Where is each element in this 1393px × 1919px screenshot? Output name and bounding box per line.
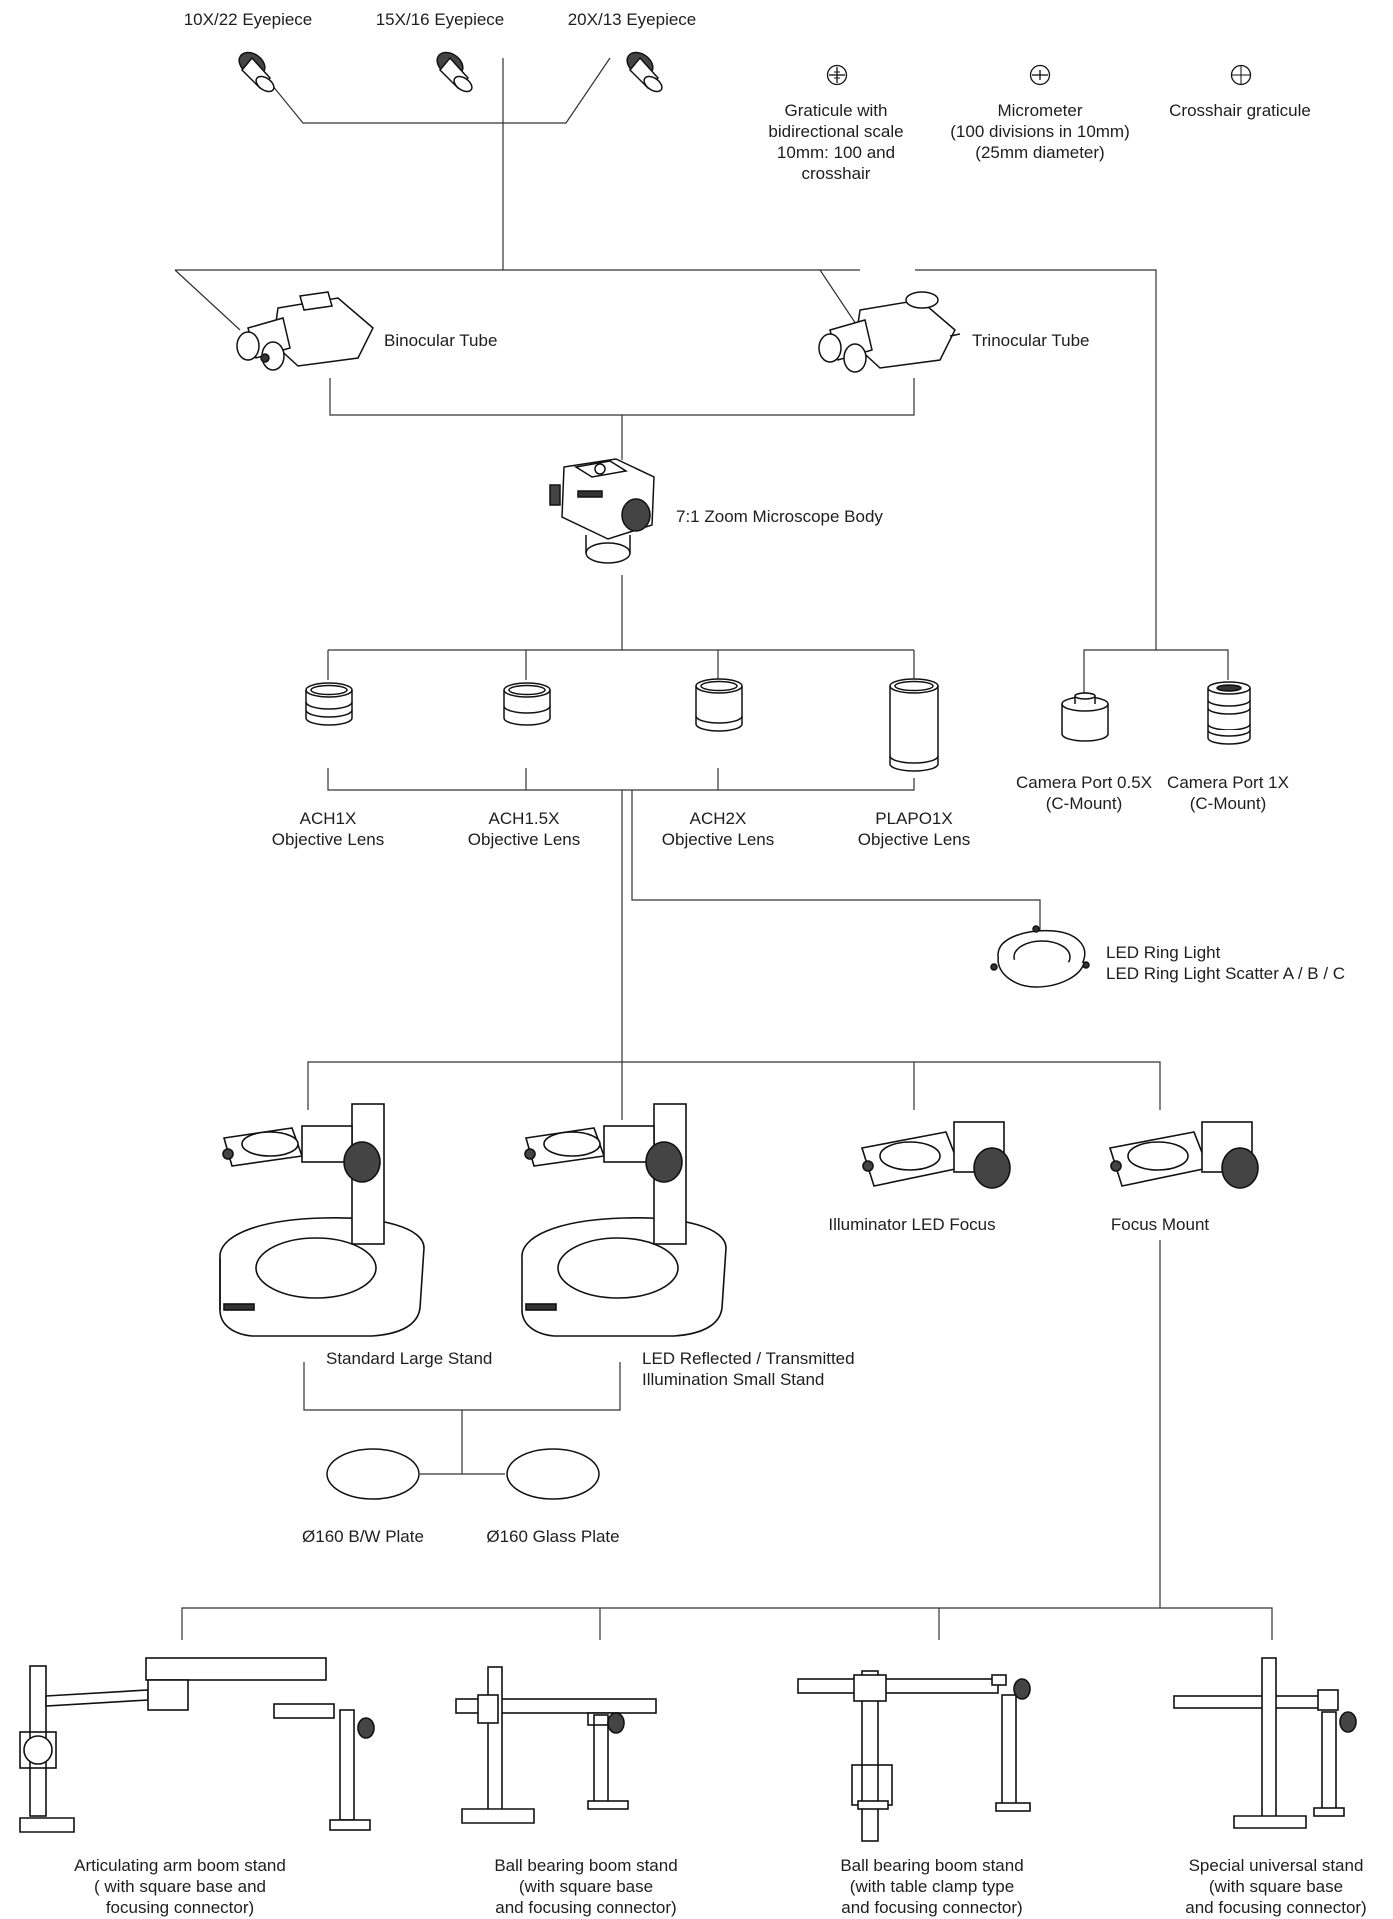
eyepiece-10x-icon bbox=[238, 51, 275, 93]
standard-large-stand-icon bbox=[219, 1103, 425, 1337]
illuminator-led-focus-label: Illuminator LED Focus bbox=[828, 1215, 996, 1234]
trinocular-tube-icon bbox=[818, 291, 961, 373]
special-universal-stand-label: Special universal stand(with square base… bbox=[1185, 1856, 1367, 1917]
zoom-body-label: 7:1 Zoom Microscope Body bbox=[676, 507, 883, 526]
graticule-scale-icon bbox=[826, 64, 848, 86]
camera-port-1x-label: Camera Port 1X(C-Mount) bbox=[1167, 773, 1289, 813]
bw-plate-icon bbox=[326, 1448, 420, 1500]
glass-plate-label: Ø160 Glass Plate bbox=[486, 1527, 620, 1546]
objective-ach1x-icon bbox=[305, 682, 353, 726]
eyepiece-20x-icon bbox=[626, 51, 663, 93]
trinocular-tube-label: Trinocular Tube bbox=[972, 331, 1090, 350]
eyepiece-15x-label: 15X/16 Eyepiece bbox=[375, 10, 505, 29]
led-ring-light-icon bbox=[990, 925, 1090, 988]
ball-bearing-boom-stand-icon bbox=[455, 1666, 657, 1824]
eyepiece-10x-label: 10X/22 Eyepiece bbox=[183, 10, 313, 29]
objective-ach2x-icon bbox=[695, 678, 743, 732]
camera-port-1x-icon bbox=[1207, 681, 1251, 745]
focus-mount-icon bbox=[1108, 1121, 1259, 1189]
articulating-arm-boom-stand-label: Articulating arm boom stand( with square… bbox=[74, 1856, 286, 1917]
crosshair-graticule-icon bbox=[1230, 64, 1252, 86]
ball-bearing-boom-stand-label: Ball bearing boom stand(with square base… bbox=[494, 1856, 678, 1917]
objective-ach15x-icon bbox=[503, 682, 551, 726]
binocular-tube-label: Binocular Tube bbox=[384, 331, 498, 350]
led-illumination-stand-icon bbox=[521, 1103, 727, 1337]
illuminator-led-focus-icon bbox=[860, 1121, 1011, 1189]
standard-large-stand-label: Standard Large Stand bbox=[326, 1349, 493, 1368]
crosshair-label: Crosshair graticule bbox=[1169, 101, 1311, 120]
ball-bearing-clamp-boom-stand-icon bbox=[797, 1670, 1031, 1842]
micrometer-icon bbox=[1029, 64, 1051, 86]
glass-plate-icon bbox=[506, 1448, 600, 1500]
binocular-tube-icon bbox=[236, 291, 374, 371]
articulating-arm-boom-stand-icon bbox=[19, 1657, 375, 1833]
zoom-body-icon bbox=[549, 458, 655, 564]
ball-bearing-clamp-boom-stand-label: Ball bearing boom stand(with table clamp… bbox=[840, 1856, 1024, 1917]
eyepiece-20x-label: 20X/13 Eyepiece bbox=[567, 10, 697, 29]
objective-plapo1x-icon bbox=[889, 678, 939, 772]
special-universal-stand-icon bbox=[1173, 1657, 1357, 1829]
micrometer-label: Micrometer(100 divisions in 10mm)(25mm d… bbox=[950, 101, 1130, 162]
eyepiece-15x-icon bbox=[436, 51, 473, 93]
focus-mount-label: Focus Mount bbox=[1110, 1215, 1210, 1234]
camera-port-05x-icon bbox=[1061, 692, 1109, 742]
bw-plate-label: Ø160 B/W Plate bbox=[302, 1527, 424, 1546]
camera-port-05x-label: Camera Port 0.5X(C-Mount) bbox=[1015, 773, 1153, 813]
